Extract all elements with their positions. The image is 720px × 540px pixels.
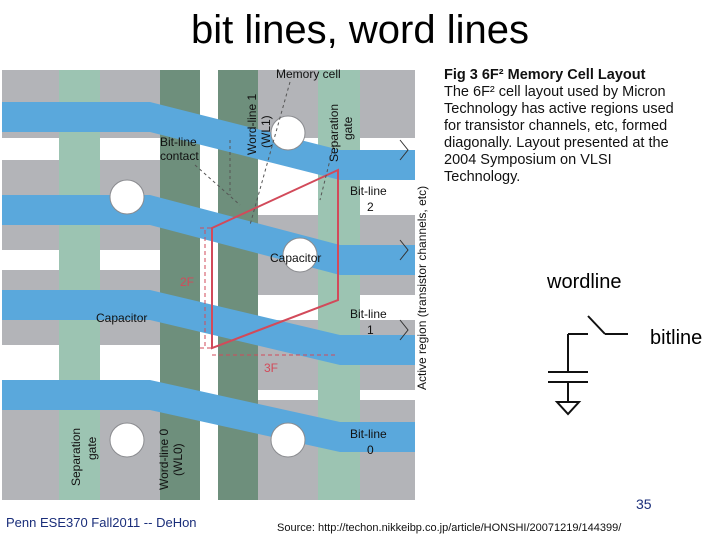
label-bl1-b: 1 (367, 323, 374, 337)
label-bl-contact-b: contact (160, 149, 199, 163)
label-bl2-a: Bit-line (350, 184, 387, 198)
slide-title: bit lines, word lines (191, 8, 529, 52)
ground-symbol (554, 401, 582, 416)
label-wl1-a: Word-line 1 (245, 94, 259, 155)
label-active-region: Active region (transistor channels, etc) (415, 186, 429, 390)
label-wl0-a: Word-line 0 (157, 429, 171, 490)
label-sep-gate-bot-a: Separation (69, 428, 83, 486)
label-bl0-a: Bit-line (350, 427, 387, 441)
bitline-label: bitline (650, 327, 703, 349)
capacitor-circles (109, 115, 318, 458)
memory-cell-outline (211, 168, 339, 350)
dimension-lines (200, 227, 338, 356)
label-3f: 3F (264, 361, 278, 375)
label-bl2-b: 2 (367, 200, 374, 214)
footer-course: Penn ESE370 Fall2011 -- DeHon (6, 515, 197, 530)
footer-source: Source: http://techon.nikkeibp.co.jp/art… (277, 522, 622, 534)
active-region-arrows (399, 139, 409, 341)
label-sep-gate-top-b: gate (341, 116, 355, 140)
label-sep-gate-bot-b: gate (85, 436, 99, 460)
label-bl1-a: Bit-line (350, 307, 387, 321)
label-sep-gate-top-a: Separation (327, 104, 341, 162)
label-capacitor-upper: Capacitor (270, 251, 321, 265)
label-wl0-b: (WL0) (171, 443, 185, 476)
label-bl-contact-a: Bit-line (160, 135, 197, 149)
label-memory-cell: Memory cell (276, 67, 341, 81)
label-2f: 2F (180, 275, 194, 289)
figure-caption: Fig 3 6F² Memory Cell Layout The 6F² cel… (444, 67, 690, 186)
label-bl0-b: 0 (367, 443, 374, 457)
wordline-label: wordline (547, 271, 622, 293)
label-capacitor-lower: Capacitor (96, 311, 147, 325)
caption-heading: Fig 3 6F² Memory Cell Layout (444, 67, 646, 83)
caption-body: The 6F² cell layout used by Micron Techn… (444, 84, 674, 185)
transistor-switch (587, 315, 606, 335)
leader-lines (194, 81, 336, 226)
label-wl1-b: (WL1) (259, 115, 273, 148)
dram-cell-schematic (548, 315, 628, 416)
page-number: 35 (636, 496, 652, 512)
